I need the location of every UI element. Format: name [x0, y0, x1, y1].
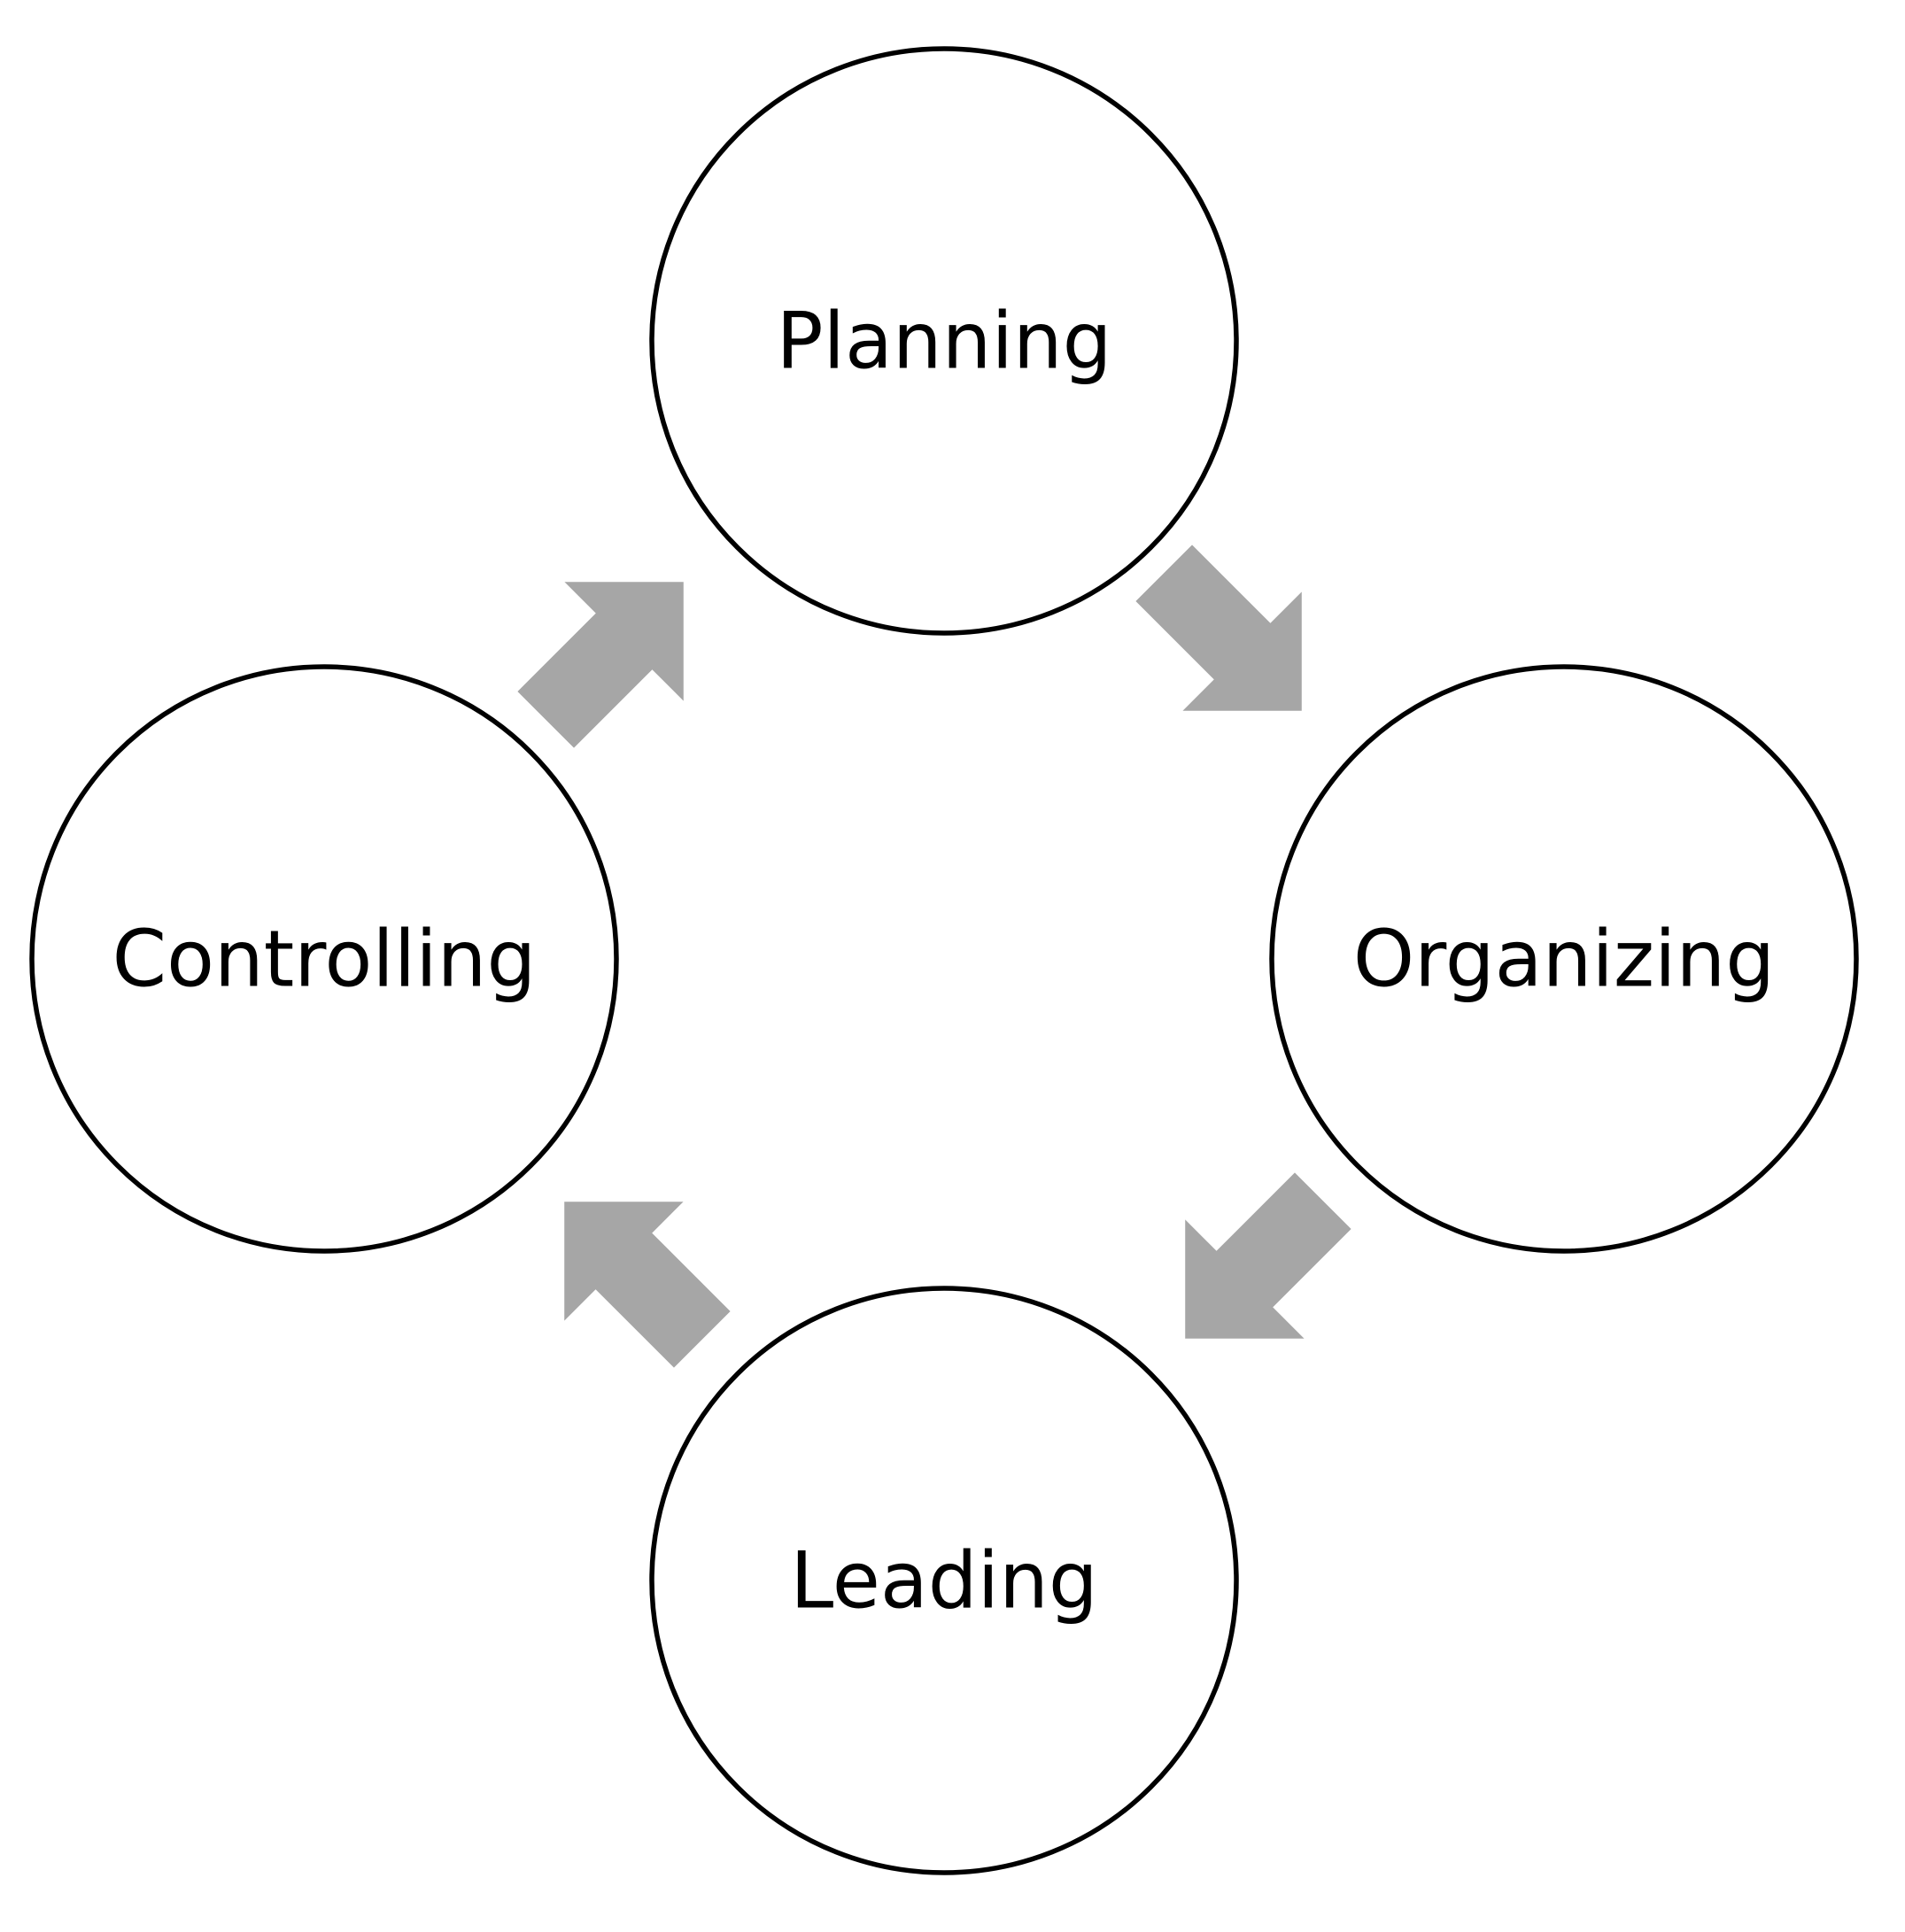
node-planning: Planning: [649, 46, 1239, 636]
arrow-leading-to-controlling: [564, 1202, 731, 1368]
arrow-left-down-icon: [1185, 1172, 1351, 1339]
arrow-planning-to-organizing: [1135, 545, 1302, 711]
node-organizing: Organizing: [1269, 664, 1859, 1254]
node-controlling: Controlling: [29, 664, 619, 1254]
node-leading-label: Leading: [790, 1535, 1098, 1627]
arrow-left-up-icon: [564, 1202, 731, 1368]
arrow-right-down-icon: [1135, 545, 1302, 711]
arrow-controlling-to-planning: [517, 582, 684, 748]
arrow-right-up-icon: [517, 582, 684, 748]
node-controlling-label: Controlling: [112, 914, 537, 1005]
node-planning-circle: [649, 46, 1239, 636]
node-organizing-label: Organizing: [1353, 914, 1775, 1005]
node-leading-circle: [649, 1286, 1239, 1875]
arrow-organizing-to-leading: [1185, 1172, 1351, 1339]
node-controlling-circle: [29, 664, 619, 1254]
node-leading: Leading: [649, 1286, 1239, 1875]
node-planning-label: Planning: [776, 296, 1111, 387]
node-organizing-circle: [1269, 664, 1859, 1254]
